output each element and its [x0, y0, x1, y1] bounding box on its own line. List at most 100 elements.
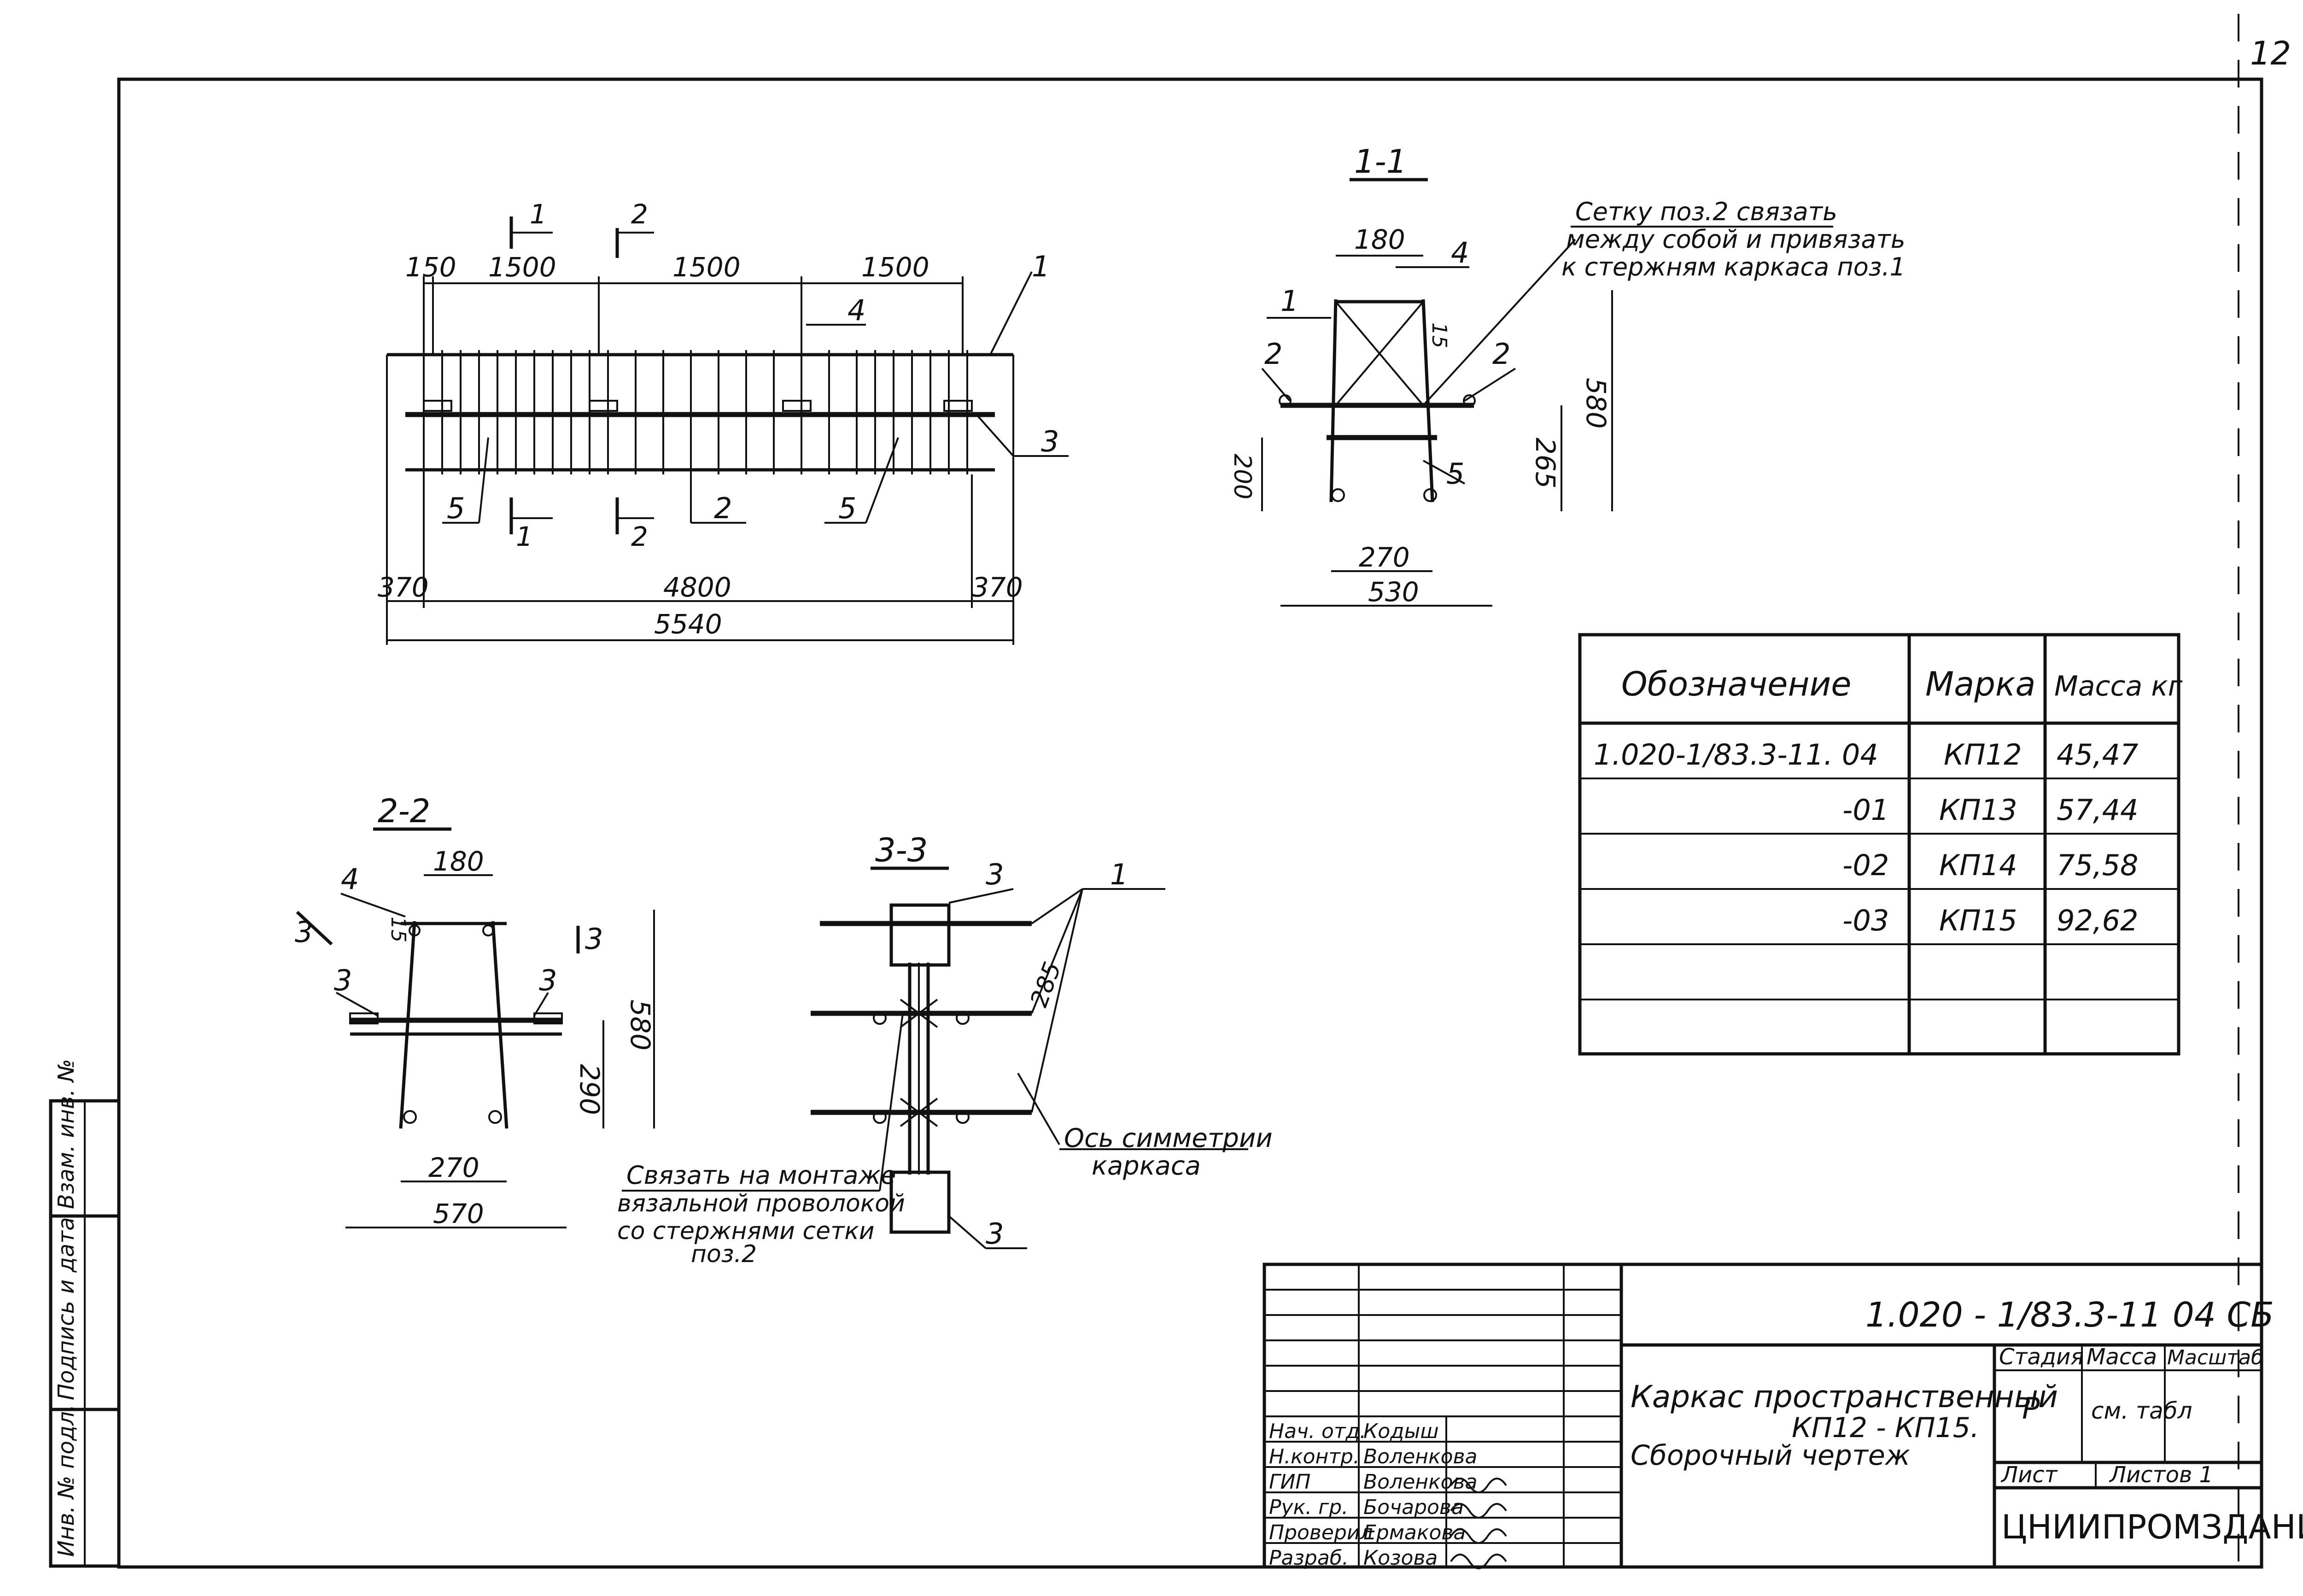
spec-cell: 92,62	[2057, 904, 2139, 937]
section-2-callout: 4	[341, 862, 359, 896]
sheet-number: 12	[2250, 35, 2291, 72]
plan-rebars	[423, 350, 968, 474]
tb-name: Воленкова	[1363, 1445, 1477, 1468]
section-3-tie-note: поз.2	[691, 1240, 757, 1268]
plan-dim-top: 1500	[861, 251, 929, 283]
tb-role: Рук. гр.	[1269, 1496, 1348, 1519]
section-2-dim: 580	[625, 1000, 656, 1051]
tb-sheets-label: Листов 1	[2109, 1462, 2213, 1488]
section-3-3: 3-3 3 1 285 3 Ось симметрии каркаса Связ…	[617, 831, 1273, 1268]
section-1-callout: 2	[1492, 337, 1510, 371]
spec-cell: КП15	[1939, 904, 2017, 937]
section-2-title: 2-2	[378, 792, 430, 830]
section-1-callout: 2	[1264, 337, 1282, 371]
spec-header: Обозначение	[1621, 665, 1852, 703]
tb-name: Кодыш	[1363, 1420, 1439, 1443]
signature	[1450, 1554, 1507, 1569]
tb-org: ЦНИИПРОМЗДАНИЙ	[2001, 1508, 2303, 1546]
spec-cell: 75,58	[2057, 848, 2139, 882]
tb-title: Сборочный чертеж	[1631, 1439, 1910, 1472]
spec-cell: 1.020-1/83.3-11. 04	[1594, 738, 1878, 772]
plan-view: 150 1500 1500 1500 1 2 1 2 1 4 3 5 2 5	[378, 199, 1069, 645]
section-1-dim: 530	[1368, 576, 1419, 608]
spec-cell: КП14	[1939, 848, 2017, 882]
section-1-callout: 4	[1451, 236, 1469, 269]
tb-name: Бочарова	[1363, 1496, 1464, 1519]
section-1-dim: 15	[1427, 322, 1451, 348]
section-1-dim: 270	[1359, 542, 1410, 573]
tb-name: Воленкова	[1363, 1470, 1477, 1494]
section-3-callout: 3	[986, 1217, 1004, 1251]
plan-callout: 3	[1041, 425, 1059, 458]
signature	[1450, 1503, 1507, 1519]
section-1-dim: 200	[1228, 454, 1256, 499]
plan-cut-1: 1	[516, 521, 533, 552]
plan-cut-1: 1	[530, 199, 547, 230]
plan-dim-bottom: 4800	[663, 572, 731, 603]
section-2-2: 2-2 180 15 580 290 270 570 4 3 3 3 3	[295, 792, 656, 1229]
section-2-dim: 270	[428, 1152, 479, 1183]
spec-cell: 57,44	[2057, 793, 2139, 827]
tb-role: Разраб.	[1269, 1546, 1349, 1570]
section-1-dim: 265	[1530, 438, 1561, 489]
spec-cell: КП12	[1944, 738, 2022, 772]
tb-stage-label: Стадия	[1999, 1344, 2084, 1370]
signature	[1450, 1528, 1507, 1544]
plan-dim-bottom: 370	[972, 572, 1023, 603]
doc-code: 1.020 - 1/83.3-11 04 СБ	[1865, 1295, 2274, 1335]
side-stamp-label: Инв. № подл.	[53, 1404, 79, 1557]
section-2-callout: 3	[295, 915, 313, 949]
section-2-dim: 570	[433, 1198, 484, 1229]
spec-cell: КП13	[1939, 793, 2017, 827]
plan-dim-top: 1500	[488, 251, 556, 283]
title-block: 1.020 - 1/83.3-11 04 СБ Каркас пространс…	[1263, 1263, 2303, 1570]
section-1-note: к стержням каркаса поз.1	[1561, 252, 1906, 281]
section-2-callout: 3	[334, 964, 352, 997]
tb-mass-label: Масса	[2087, 1344, 2157, 1370]
section-3-callout: 3	[986, 858, 1004, 891]
spec-cell: -02	[1842, 848, 1889, 882]
plan-plate	[943, 400, 973, 412]
section-2-callout: 3	[539, 964, 557, 997]
section-2-dim: 15	[386, 917, 410, 942]
tb-stage: Р	[2022, 1392, 2040, 1426]
section-3-tie-note: Связать на монтаже	[626, 1161, 896, 1190]
plan-plate	[782, 400, 812, 412]
section-1-callout: 1	[1280, 284, 1298, 318]
spec-cell: 45,47	[2057, 738, 2139, 772]
tb-mass: см. табл	[2091, 1397, 2192, 1424]
signature	[1450, 1478, 1507, 1493]
tb-name: Ермакова	[1363, 1521, 1466, 1544]
side-stamp: Инв. № подл. Подпись и дата Взам. инв. №	[49, 1059, 121, 1568]
section-3-tie-note: вязальной проволокой	[617, 1190, 905, 1217]
plan-dim-top: 1500	[672, 251, 741, 283]
tb-role: Проверил	[1269, 1521, 1373, 1544]
plan-callout: 4	[848, 293, 865, 327]
section-1-1: 1-1 180 15 580 265 200 270 530 1 4 2 2	[1228, 143, 1906, 608]
tb-title: Каркас пространственный	[1631, 1379, 2058, 1415]
tb-role: ГИП	[1269, 1470, 1311, 1494]
section-2-dim: 180	[433, 846, 484, 877]
tb-scale-label: Масштаб	[2167, 1346, 2263, 1369]
sheet-frame	[117, 77, 2263, 1569]
plan-cut-2: 2	[631, 199, 648, 230]
plan-plate	[423, 400, 452, 412]
spec-header: Масса кг	[2054, 670, 2183, 702]
section-1-dim: 580	[1580, 378, 1612, 429]
section-1-dim: 180	[1354, 224, 1405, 255]
spec-table: Обозначение Марка Масса кг 1.020-1/83.3-…	[1578, 633, 2183, 1056]
side-stamp-label: Подпись и дата	[53, 1217, 79, 1400]
tb-sheet-label: Лист	[2000, 1462, 2058, 1488]
tb-role: Н.контр.	[1269, 1445, 1360, 1468]
section-3-title: 3-3	[875, 831, 928, 869]
side-stamp-label: Взам. инв. №	[53, 1059, 79, 1209]
section-1-note: между собой и привязать	[1566, 225, 1906, 254]
plan-callout: 2	[714, 491, 732, 525]
plan-cut-2: 2	[631, 521, 648, 552]
tb-role: Нач. отд.	[1269, 1420, 1366, 1443]
plan-callout: 1	[1032, 250, 1050, 283]
spec-header: Марка	[1925, 665, 2036, 703]
section-3-callout: 1	[1110, 858, 1128, 891]
section-1-note: Сетку поз.2 связать	[1575, 197, 1837, 226]
